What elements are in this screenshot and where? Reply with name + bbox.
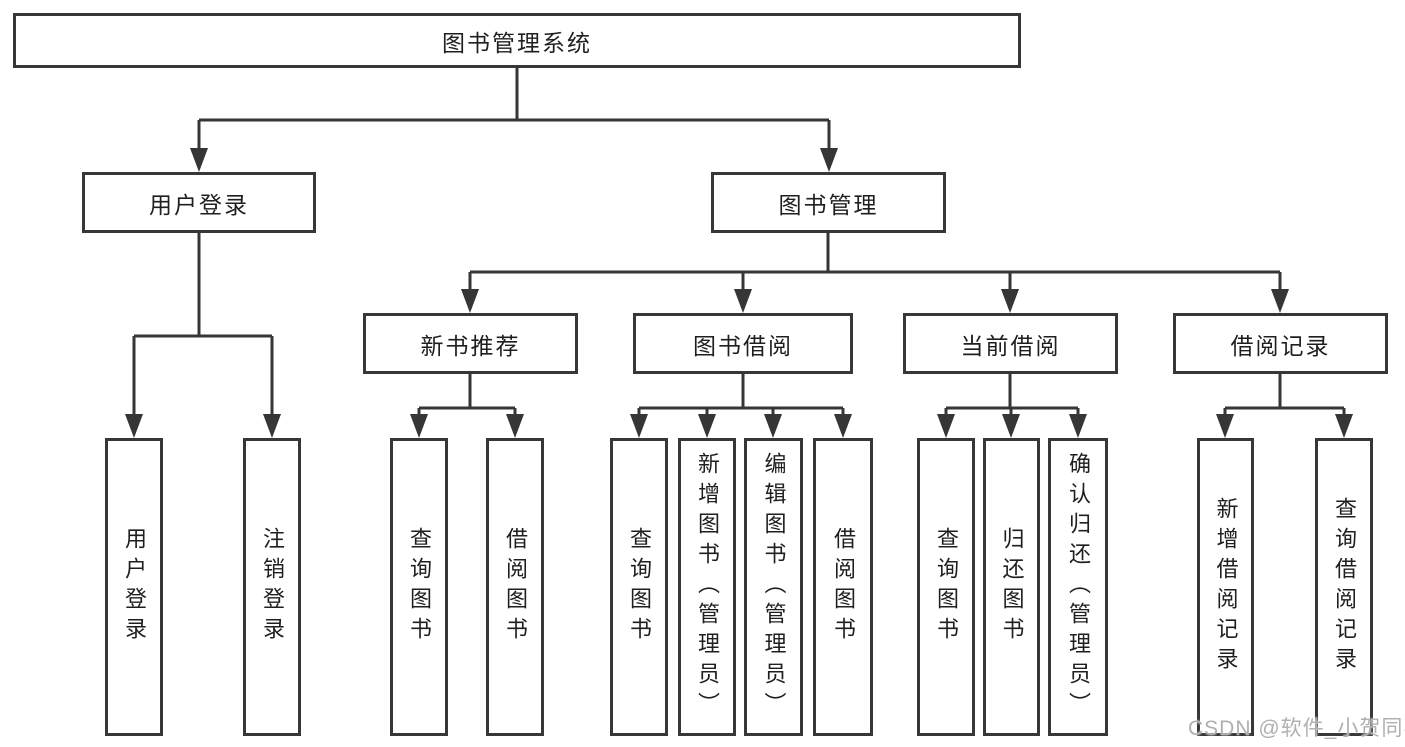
- node-book-borrow: 图书借阅: [633, 313, 853, 374]
- node-user-login: 用户登录: [82, 172, 316, 233]
- leaf-user-login: 用户登录: [105, 438, 163, 736]
- leaf-recommend-borrow-book: 借阅图书: [486, 438, 544, 736]
- leaf-query-borrow-record: 查询借阅记录: [1315, 438, 1373, 736]
- leaf-logout: 注销登录: [243, 438, 301, 736]
- node-root-system: 图书管理系统: [13, 13, 1021, 68]
- leaf-borrow-book: 借阅图书: [813, 438, 873, 736]
- leaf-add-borrow-record: 新增借阅记录: [1197, 438, 1254, 736]
- csdn-watermark: CSDN @软件_小贺同学: [1188, 717, 1405, 740]
- leaf-borrow-query-book: 查询图书: [610, 438, 668, 736]
- node-borrow-record: 借阅记录: [1173, 313, 1388, 374]
- leaf-edit-book-admin: 编辑图书（管理员）: [744, 438, 803, 736]
- leaf-return-book: 归还图书: [983, 438, 1040, 736]
- leaf-add-book-admin: 新增图书（管理员）: [678, 438, 736, 736]
- node-book-management: 图书管理: [711, 172, 946, 233]
- node-new-book-recommend: 新书推荐: [363, 313, 578, 374]
- leaf-current-query-book: 查询图书: [917, 438, 975, 736]
- leaf-confirm-return-admin: 确认归还（管理员）: [1048, 438, 1108, 736]
- node-current-borrow: 当前借阅: [903, 313, 1118, 374]
- leaf-recommend-query-book: 查询图书: [390, 438, 448, 736]
